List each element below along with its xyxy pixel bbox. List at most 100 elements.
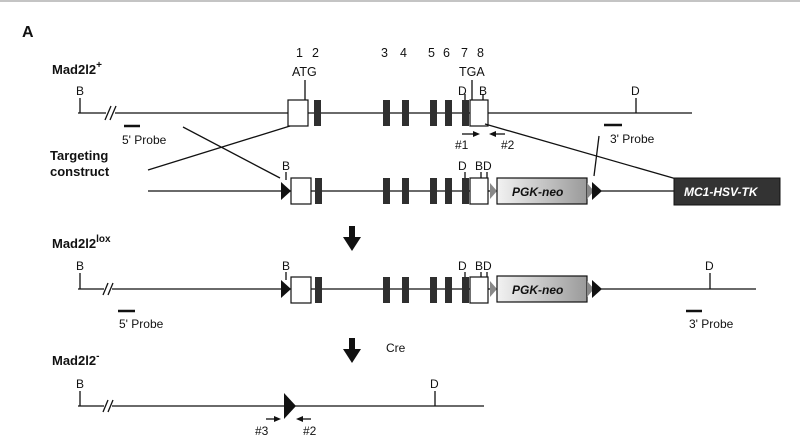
- tc-exon-2: [315, 178, 322, 204]
- tc-hsv-tk-box: [673, 177, 781, 206]
- wt-exon-8: [469, 99, 489, 127]
- exon-number-5: 5: [428, 46, 435, 60]
- tc-exon-1: [290, 177, 312, 205]
- lox-site-bd-label: BD: [475, 259, 492, 273]
- wt-exon-2: [314, 100, 321, 126]
- crossover-right-a: [484, 123, 681, 181]
- lox-3prime-probe-label: 3' Probe: [689, 317, 734, 331]
- exon-number-1: 1: [296, 46, 303, 60]
- exon-number-7: 7: [461, 46, 468, 60]
- exon-number-4: 4: [400, 46, 407, 60]
- wt-exon8-site-b-label: B: [479, 84, 487, 98]
- exon-number-3: 3: [381, 46, 388, 60]
- tc-frt-right: [587, 183, 594, 199]
- lox-site-b2-label: B: [282, 259, 290, 273]
- lox-exon-7: [462, 277, 469, 303]
- ko-site-d-label: D: [430, 377, 439, 391]
- panel-label: A: [22, 24, 34, 41]
- ko-loxp-site: [284, 393, 296, 419]
- ko-allele-label: Mad2l2-: [52, 351, 99, 368]
- exon-number-8: 8: [477, 46, 484, 60]
- wt-exon-7: [462, 100, 469, 126]
- lox-exon-2: [315, 277, 322, 303]
- lox-allele-label: Mad2l2lox: [52, 234, 111, 251]
- lox-exon-6: [445, 277, 452, 303]
- primer-2-arrowhead: [489, 131, 496, 137]
- lox-loxp-right: [592, 280, 602, 298]
- tc-exon-5: [430, 178, 437, 204]
- exon-number-6: 6: [443, 46, 450, 60]
- ko-primer-2-arrowhead: [296, 416, 303, 422]
- recombination-crossover: [147, 123, 681, 181]
- ko-site-b-label: B: [76, 377, 84, 391]
- start-codon-label: ATG: [292, 65, 317, 79]
- wt-exon-3: [383, 100, 390, 126]
- crossover-left-b: [182, 126, 281, 179]
- wt-exon7-site-d-label: D: [458, 84, 467, 98]
- crossover-left-a: [147, 125, 291, 171]
- wt-3prime-probe-label: 3' Probe: [610, 132, 655, 146]
- knockout-allele: Mad2l2- B D #3 #2: [52, 351, 484, 438]
- lox-loxp-left: [281, 280, 291, 298]
- lox-frt-left: [490, 281, 497, 297]
- lox-pgk-neo-box: [496, 275, 588, 303]
- lox-site-b-label: B: [76, 259, 84, 273]
- cre-label: Cre: [386, 341, 406, 355]
- wt-allele-label: Mad2l2+: [52, 60, 102, 77]
- wt-exon-4: [402, 100, 409, 126]
- lox-site-d-label: D: [458, 259, 467, 273]
- tc-exon-7: [462, 178, 469, 204]
- wt-break-mark-1: [104, 105, 112, 121]
- primer-2-label: #2: [501, 138, 515, 152]
- lox-pgk-neo-label: PGK-neo: [512, 283, 563, 297]
- lox-exon-1: [290, 276, 312, 304]
- wt-exon-1: [287, 99, 309, 127]
- exon-number-2: 2: [312, 46, 319, 60]
- tc-pgk-neo-label: PGK-neo: [512, 185, 563, 199]
- primer-1-label: #1: [455, 138, 469, 152]
- ko-break-mark-2: [107, 399, 114, 413]
- primer-3-label: #3: [255, 424, 269, 438]
- targeting-construct: Targeting construct B D BD PGK-neo MC1-H…: [50, 148, 781, 206]
- lox-allele: Mad2l2lox B B D BD D PGK-neo 5' Probe: [52, 234, 756, 331]
- tc-exon-6: [445, 178, 452, 204]
- wt-site-b-label: B: [76, 84, 84, 98]
- tc-exon-3: [383, 178, 390, 204]
- tc-pgk-neo-box: [496, 177, 588, 205]
- tc-site-bd-label: BD: [475, 159, 492, 173]
- primer-3-arrowhead: [274, 416, 281, 422]
- down-arrow-1: [343, 226, 361, 251]
- wt-5prime-probe-label: 5' Probe: [122, 133, 167, 147]
- lox-exon-3: [383, 277, 390, 303]
- down-arrow-2: [343, 338, 361, 363]
- tc-loxp-left: [281, 182, 291, 200]
- lox-break-mark-1: [102, 282, 109, 296]
- lox-site-d2-label: D: [705, 259, 714, 273]
- lox-5prime-probe-label: 5' Probe: [119, 317, 164, 331]
- stop-codon-label: TGA: [459, 65, 485, 79]
- lox-exon-8: [469, 276, 489, 304]
- wt-site-d-label: D: [631, 84, 640, 98]
- lox-break-mark-2: [107, 282, 114, 296]
- wt-exon-6: [445, 100, 452, 126]
- ko-primer-2-label: #2: [303, 424, 317, 438]
- tc-exon-8: [469, 177, 489, 205]
- tc-site-d-label: D: [458, 159, 467, 173]
- wildtype-allele: Mad2l2+ B D 1 2 3 4 5 6 7 8 ATG TGA D B: [52, 46, 692, 152]
- ko-break-mark-1: [102, 399, 109, 413]
- tc-exon-4: [402, 178, 409, 204]
- tc-frt-left: [490, 183, 497, 199]
- lox-frt-right: [587, 281, 594, 297]
- targeting-label-line2: construct: [50, 164, 110, 179]
- targeting-label-line1: Targeting: [50, 148, 108, 163]
- wt-exon-5: [430, 100, 437, 126]
- tc-loxp-right: [592, 182, 602, 200]
- lox-exon-4: [402, 277, 409, 303]
- primer-1-arrowhead: [473, 131, 480, 137]
- crossover-right-b: [593, 135, 600, 177]
- tc-site-b-label: B: [282, 159, 290, 173]
- wt-break-mark-2: [109, 105, 117, 121]
- lox-exon-5: [430, 277, 437, 303]
- tc-hsv-tk-label: MC1-HSV-TK: [684, 185, 759, 199]
